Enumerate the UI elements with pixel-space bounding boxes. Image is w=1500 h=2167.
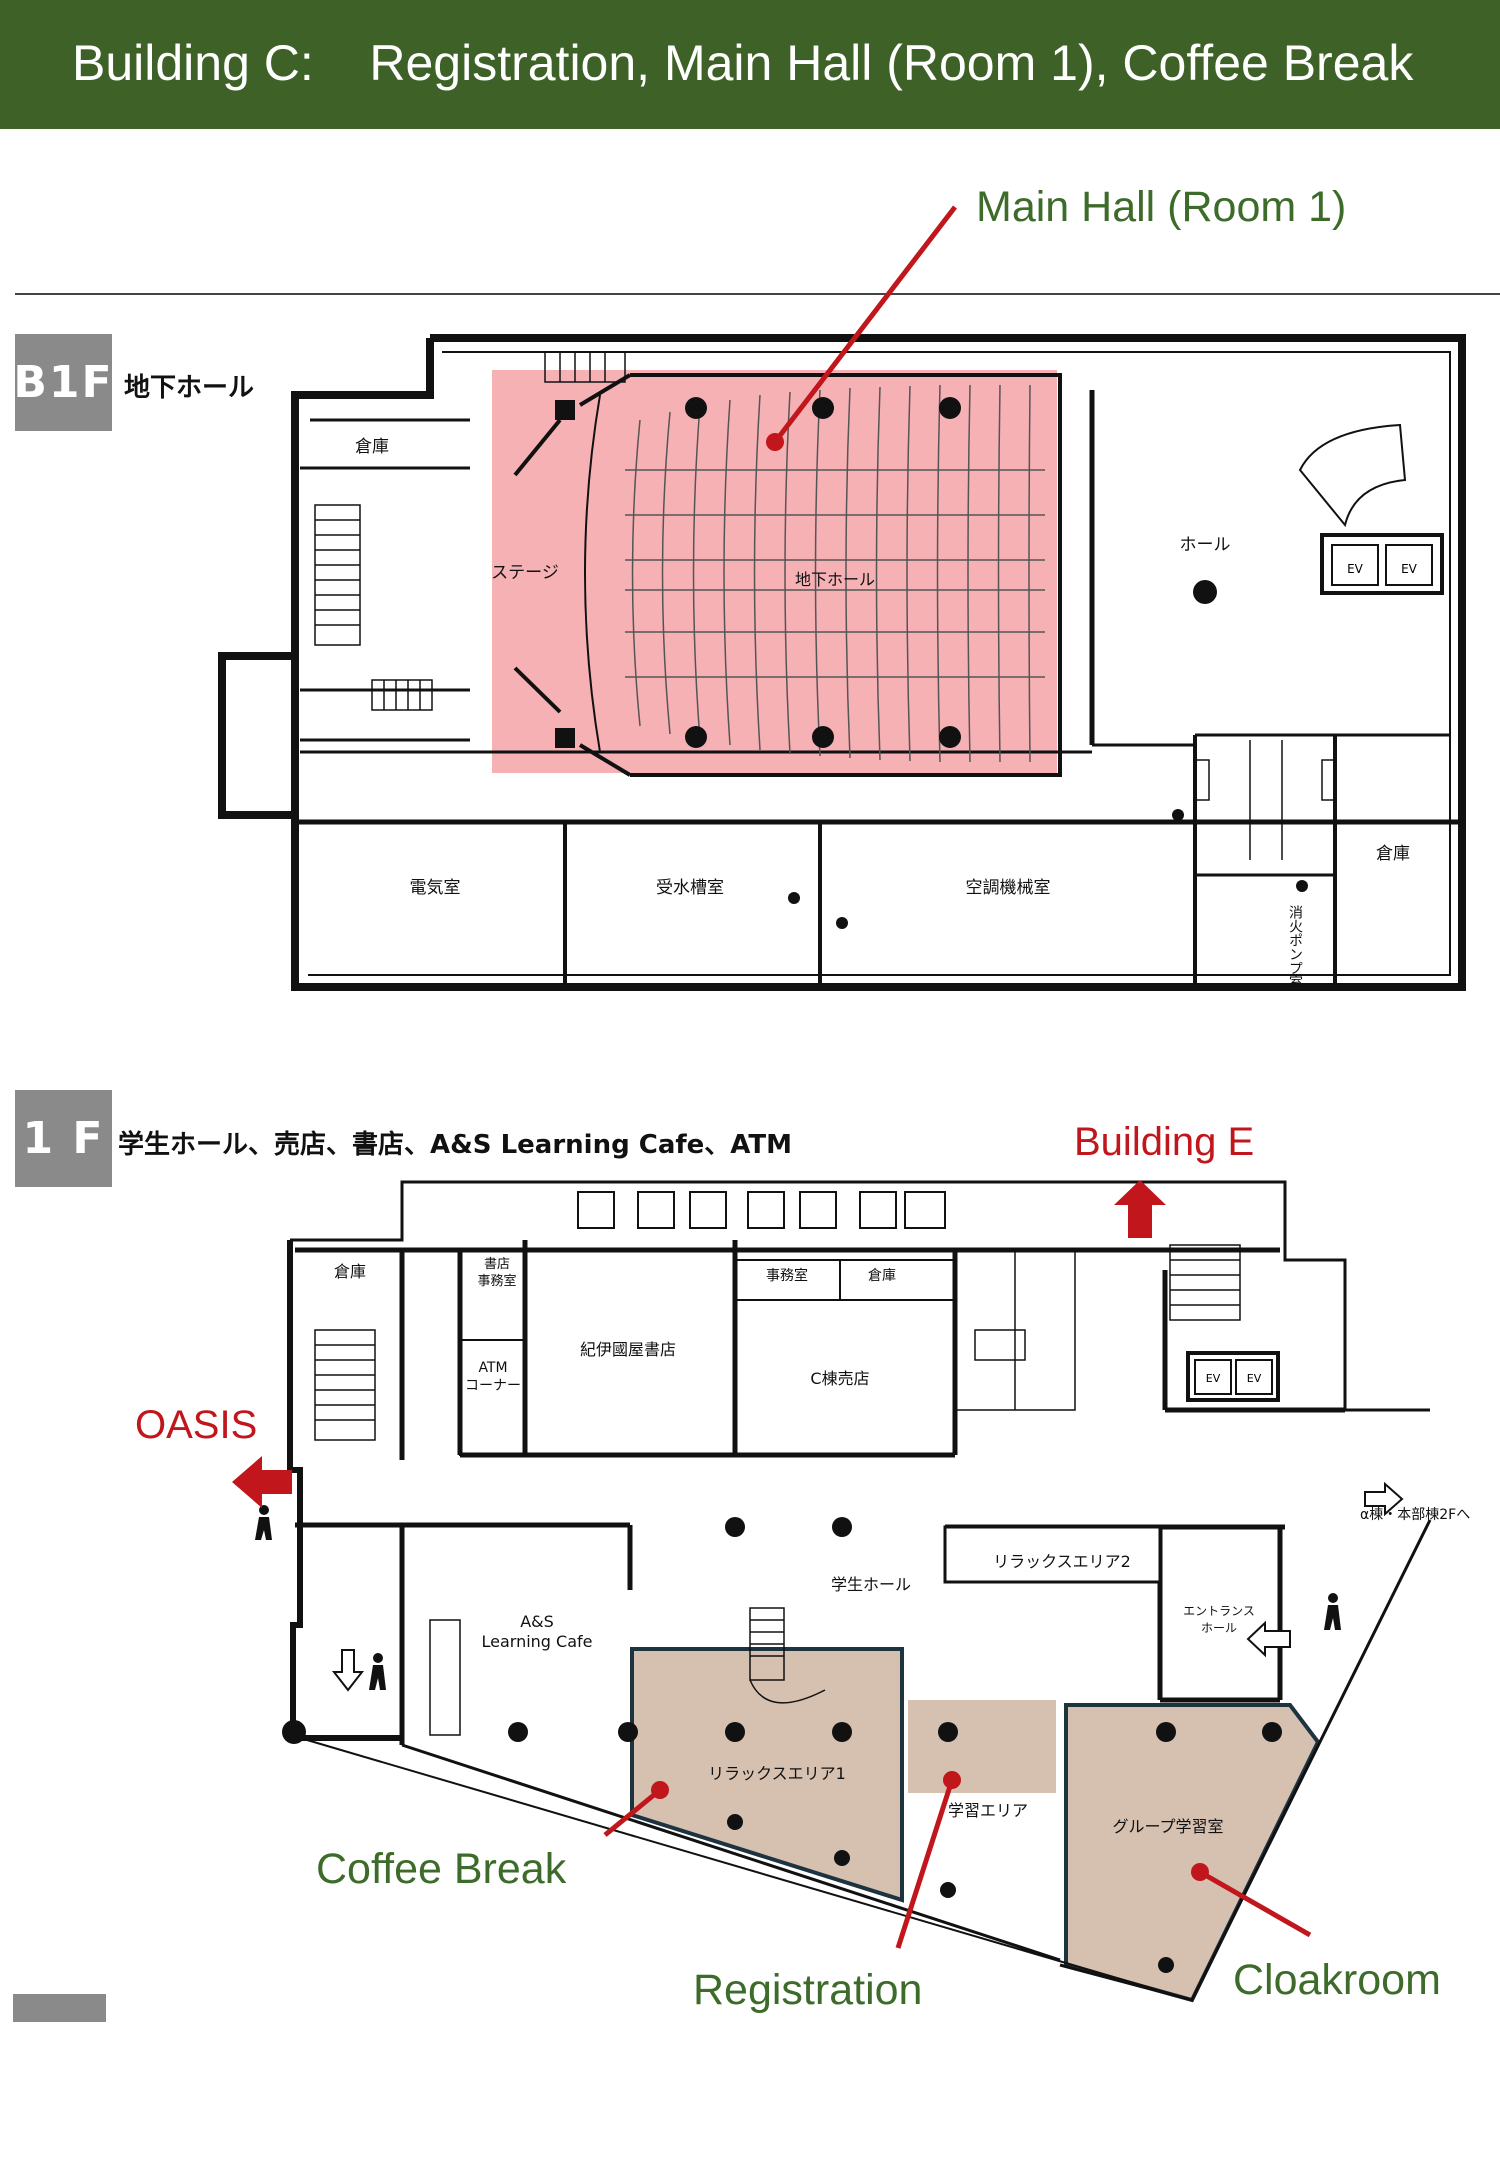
1f-room-atm-2: コーナー: [465, 1378, 521, 1394]
footer-tab: [13, 1994, 106, 2022]
page-title: Building C: Registration, Main Hall (Roo…: [72, 35, 1414, 91]
floor-description-1f: 学生ホール、売店、書店、A&S Learning Cafe、ATM: [118, 1130, 793, 1160]
main-hall-leader: [773, 205, 957, 444]
1f-room-group-study: グループ学習室: [1112, 1817, 1223, 1836]
building-e-callout: Building E: [1074, 1120, 1255, 1164]
b1f-room-hall: ホール: [1180, 535, 1231, 555]
1f-room-study-area: 学習エリア: [948, 1801, 1028, 1820]
oasis-arrow-icon: [232, 1456, 292, 1508]
1f-room-c-shop: C棟売店: [810, 1369, 869, 1388]
1f-room-entrance-2: ホール: [1201, 1621, 1237, 1635]
building-e-arrow-icon: [1114, 1180, 1166, 1238]
coffee-break-callout: Coffee Break: [316, 1845, 567, 1893]
1f-room-entrance-1: エントランス: [1183, 1604, 1255, 1618]
b1f-room-electric: 電気室: [410, 878, 461, 898]
1f-room-relax-area-1: リラックスエリア1: [708, 1764, 846, 1783]
cloakroom-callout: Cloakroom: [1233, 1956, 1441, 2004]
1f-room-bookstore-office-2: 事務室: [477, 1273, 516, 1289]
1f-room-storage-left: 倉庫: [334, 1262, 366, 1281]
b1f-room-stage: ステージ: [491, 563, 559, 583]
1f-room-storage-mid: 倉庫: [868, 1267, 896, 1284]
floor-description-b1f: 地下ホール: [124, 373, 255, 403]
registration-callout: Registration: [693, 1966, 923, 2014]
1f-room-atm-1: ATM: [478, 1360, 507, 1376]
b1f-room-storage-left: 倉庫: [355, 437, 389, 457]
page-header: Building C: Registration, Main Hall (Roo…: [0, 0, 1500, 129]
b1f-room-water-tank: 受水槽室: [656, 878, 724, 898]
1f-plan: EV EV 倉庫 書店 事務室 ATM コーナー 紀伊國屋書店 事務室: [232, 1180, 1470, 2003]
b1f-ev-label-2: EV: [1401, 562, 1418, 576]
down-arrow-icon: [331, 1649, 365, 1692]
registration-marker: [943, 1771, 961, 1789]
pedestrian-icons: [255, 1505, 1341, 1690]
1f-room-student-hall: 学生ホール: [831, 1575, 911, 1594]
b1f-plan: EV EV 倉庫 ステージ 地下ホール ホール 電気室 受水槽室 空調機械室 倉…: [218, 205, 1466, 991]
floor-badge-1f: 1 F: [15, 1090, 112, 1187]
1f-to-alpha-label: α棟・本部棟2Fへ: [1360, 1507, 1470, 1523]
1f-room-kinokuniya: 紀伊國屋書店: [580, 1340, 676, 1359]
registration-leader: [895, 1779, 955, 1949]
1f-room-bookstore-office-1: 書店: [484, 1257, 510, 1272]
floor-badge-b1f: B1F: [13, 334, 112, 431]
1f-ev-label-2: EV: [1247, 1372, 1262, 1385]
oasis-callout: OASIS: [135, 1403, 258, 1447]
main-hall-highlight: [492, 370, 1057, 773]
section-divider: [15, 293, 1500, 295]
entrance-arrow-icon: [1246, 1620, 1291, 1658]
cloakroom-leader: [1198, 1869, 1312, 1938]
to-alpha-arrow-icon: [1364, 1481, 1404, 1517]
1f-room-office: 事務室: [766, 1267, 808, 1284]
1f-room-relax-area-2: リラックスエリア2: [993, 1552, 1131, 1571]
relax-area-1-highlight: [630, 1647, 904, 1903]
main-hall-callout: Main Hall (Room 1): [976, 183, 1347, 231]
1f-room-as-cafe-1: A&S: [520, 1612, 554, 1631]
b1f-room-storage-right: 倉庫: [1376, 844, 1410, 864]
1f-room-as-cafe-2: Learning Cafe: [482, 1632, 593, 1651]
b1f-room-underground-hall: 地下ホール: [795, 570, 875, 589]
1f-ev-label: EV: [1206, 1372, 1221, 1385]
b1f-ev-label: EV: [1347, 562, 1364, 576]
cloakroom-marker: [1191, 1863, 1209, 1881]
coffee-break-leader: [603, 1788, 662, 1837]
coffee-break-marker: [651, 1781, 669, 1799]
b1f-room-fire-pump: 消火ポンプ室: [1287, 905, 1303, 989]
main-hall-marker: [766, 433, 784, 451]
study-area-highlight: [908, 1700, 1056, 1793]
b1f-room-hvac: 空調機械室: [966, 878, 1051, 898]
